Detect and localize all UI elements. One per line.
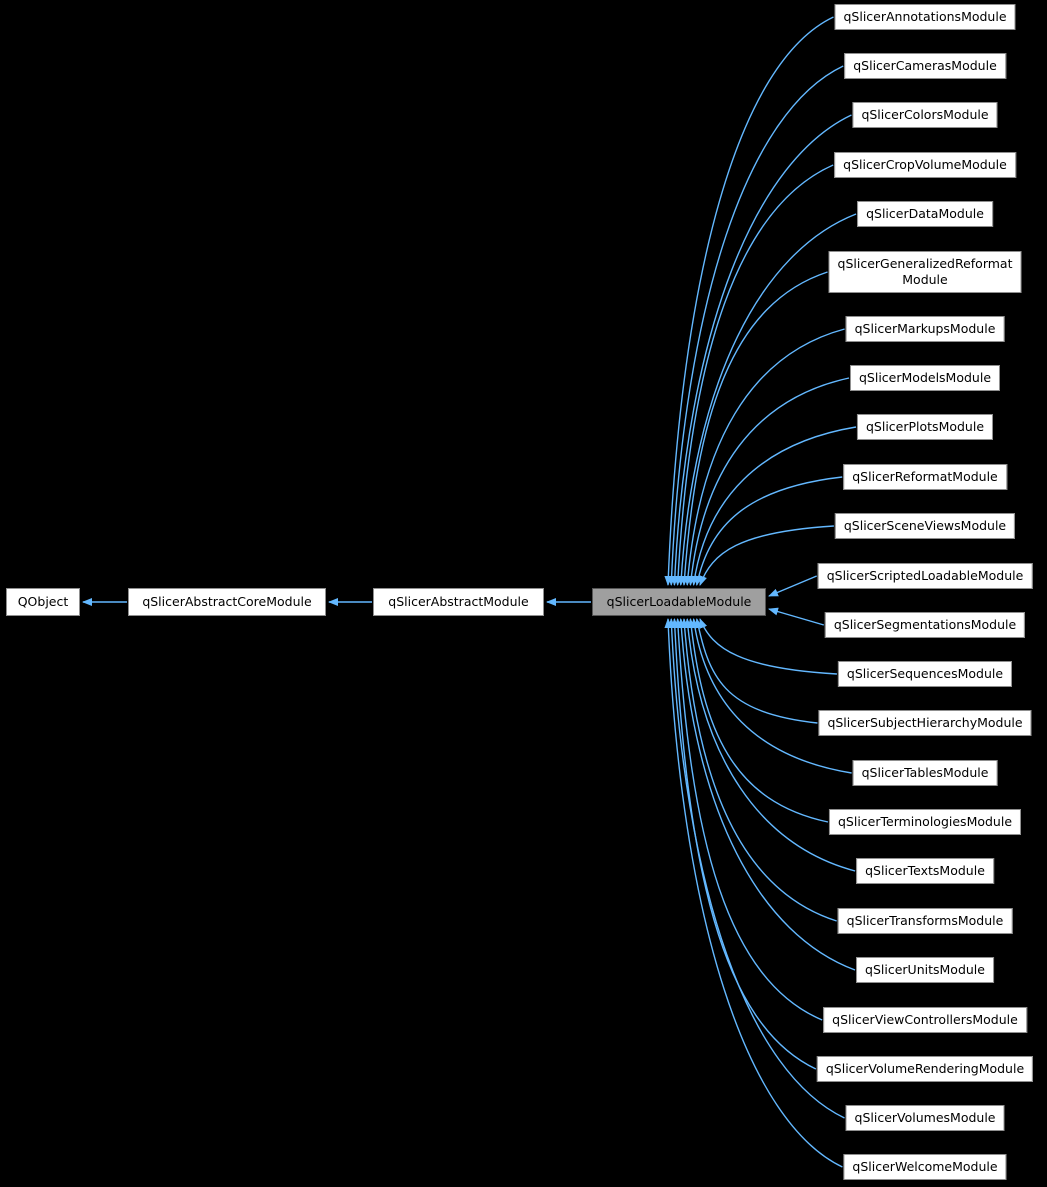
derived-class-node[interactable]: qSlicerAnnotationsModule xyxy=(834,4,1016,30)
derived-class-node[interactable]: qSlicerPlotsModule xyxy=(856,414,994,440)
derived-class-node[interactable]: qSlicerTransformsModule xyxy=(837,908,1013,934)
base-class-node[interactable]: qSlicerAbstractCoreModule xyxy=(128,588,326,616)
current-class-node: qSlicerLoadableModule xyxy=(592,588,766,616)
derived-class-node[interactable]: qSlicerVolumeRenderingModule xyxy=(816,1056,1034,1082)
derived-class-node[interactable]: qSlicerReformatModule xyxy=(843,464,1007,490)
base-class-node[interactable]: qSlicerAbstractModule xyxy=(373,588,544,616)
derived-class-node[interactable]: qSlicerTextsModule xyxy=(856,858,994,884)
derived-class-node[interactable]: qSlicerModelsModule xyxy=(849,365,1001,391)
derived-class-node[interactable]: qSlicerSequencesModule xyxy=(837,661,1013,687)
derived-class-node[interactable]: qSlicerViewControllersModule xyxy=(823,1007,1027,1033)
derived-class-node[interactable]: qSlicerSegmentationsModule xyxy=(824,612,1026,638)
base-class-node[interactable]: QObject xyxy=(6,588,80,616)
derived-class-node[interactable]: qSlicerCropVolumeModule xyxy=(834,152,1016,178)
derived-class-node[interactable]: qSlicerTablesModule xyxy=(852,760,998,786)
derived-class-node[interactable]: qSlicerColorsModule xyxy=(852,102,998,128)
derived-class-node[interactable]: qSlicerUnitsModule xyxy=(856,957,994,983)
derived-class-node[interactable]: qSlicerSceneViewsModule xyxy=(834,513,1016,539)
derived-class-node[interactable]: qSlicerDataModule xyxy=(857,201,993,227)
derived-class-node[interactable]: qSlicerSubjectHierarchyModule xyxy=(818,710,1032,736)
derived-class-node[interactable]: qSlicerTerminologiesModule xyxy=(828,809,1022,835)
derived-class-node[interactable]: qSlicerWelcomeModule xyxy=(843,1154,1007,1180)
derived-class-node[interactable]: qSlicerMarkupsModule xyxy=(845,316,1005,342)
derived-class-node[interactable]: qSlicerScriptedLoadableModule xyxy=(817,563,1033,589)
derived-class-node[interactable]: qSlicerGeneralizedReformat Module xyxy=(828,251,1022,293)
derived-class-node[interactable]: qSlicerCamerasModule xyxy=(844,53,1006,79)
derived-class-node[interactable]: qSlicerVolumesModule xyxy=(845,1105,1005,1131)
